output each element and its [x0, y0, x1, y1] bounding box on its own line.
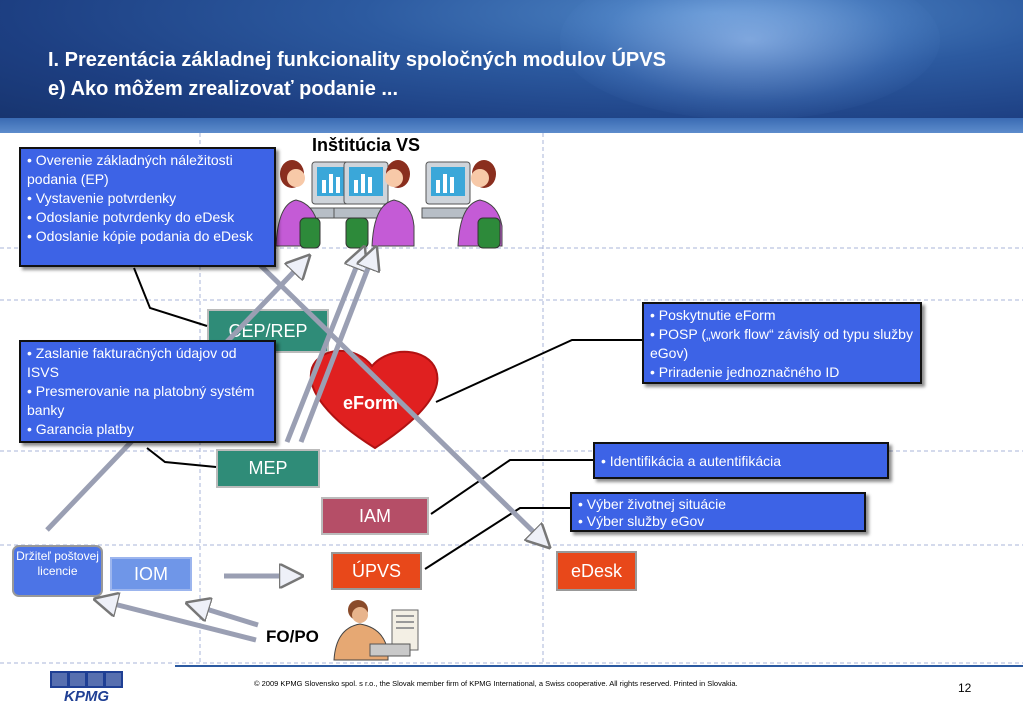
slide-header	[0, 0, 1023, 133]
iam-module: IAM	[321, 497, 429, 535]
connector-iam	[430, 459, 593, 515]
flow-arrow	[190, 604, 259, 628]
callout-cep: • Overenie základných náležitosti podani…	[19, 147, 276, 267]
connector-mep	[146, 447, 217, 468]
callout-item: • Poskytnutie eForm	[650, 307, 776, 323]
callout-item: • Vystavenie potvrdenky	[27, 190, 177, 206]
postal-license-holder: Držiteľ poštovej licencie	[12, 545, 103, 597]
callout-item: • Zaslanie fakturačných údajov od ISVS	[27, 345, 237, 380]
connector-upvs	[424, 507, 570, 570]
page-number: 12	[958, 681, 972, 695]
callout-item: • Výber životnej situácie	[578, 496, 727, 512]
callout-item: • Garancia platby	[27, 421, 134, 437]
institution-title: Inštitúcia VS	[312, 135, 421, 155]
kpmg-logo-text: KPMG	[64, 688, 109, 704]
callout-item: • Priradenie jednoznačného ID	[650, 364, 840, 380]
title-line-2: e) Ako môžem zrealizovať podanie ...	[48, 78, 399, 100]
mep-module: MEP	[216, 449, 320, 488]
footer-rule	[175, 665, 1023, 667]
copyright-text: © 2009 KPMG Slovensko spol. s r.o., the …	[254, 679, 738, 688]
callout-upvs: • Výber životnej situácie • Výber služby…	[570, 492, 866, 532]
callout-iam: • Identifikácia a autentifikácia	[593, 442, 889, 479]
flow-arrow	[298, 250, 375, 443]
callout-item: • Overenie základných náležitosti podani…	[27, 152, 233, 187]
flow-arrow	[98, 600, 257, 643]
callout-item: • Identifikácia a autentifikácia	[601, 453, 782, 469]
callout-item: • Odoslanie potvrdenky do eDesk	[27, 209, 235, 225]
callout-item: • Odoslanie kópie podania do eDesk	[27, 228, 253, 244]
clerk-figure	[421, 160, 503, 249]
connector-cep	[133, 267, 208, 327]
clerk-figure	[333, 160, 415, 249]
iom-module: IOM	[110, 557, 192, 591]
callout-item: • POSP („work flow“ závislý od typu služ…	[650, 326, 913, 361]
eform-label: eForm	[343, 393, 399, 413]
flow-arrow	[255, 260, 547, 545]
flow-arrow	[284, 250, 363, 443]
callout-item: • Presmerovanie na platobný systém banky	[27, 383, 255, 418]
header-band	[0, 118, 1023, 133]
kpmg-logo: KPMG	[50, 671, 123, 704]
callout-item: • Výber služby eGov	[578, 513, 705, 529]
connector-eform	[435, 339, 642, 403]
title-line-1: I. Prezentácia základnej funkcionality s…	[48, 49, 666, 71]
slide-title: I. Prezentácia základnej funkcionality s…	[48, 46, 666, 104]
fo-po-label: FO/PO	[266, 627, 319, 646]
upvs-module: ÚPVS	[331, 552, 422, 590]
callout-mep: • Zaslanie fakturačných údajov od ISVS •…	[19, 340, 276, 443]
callout-eform: • Poskytnutie eForm • POSP („work flow“ …	[642, 302, 922, 384]
edesk-module: eDesk	[556, 551, 637, 591]
